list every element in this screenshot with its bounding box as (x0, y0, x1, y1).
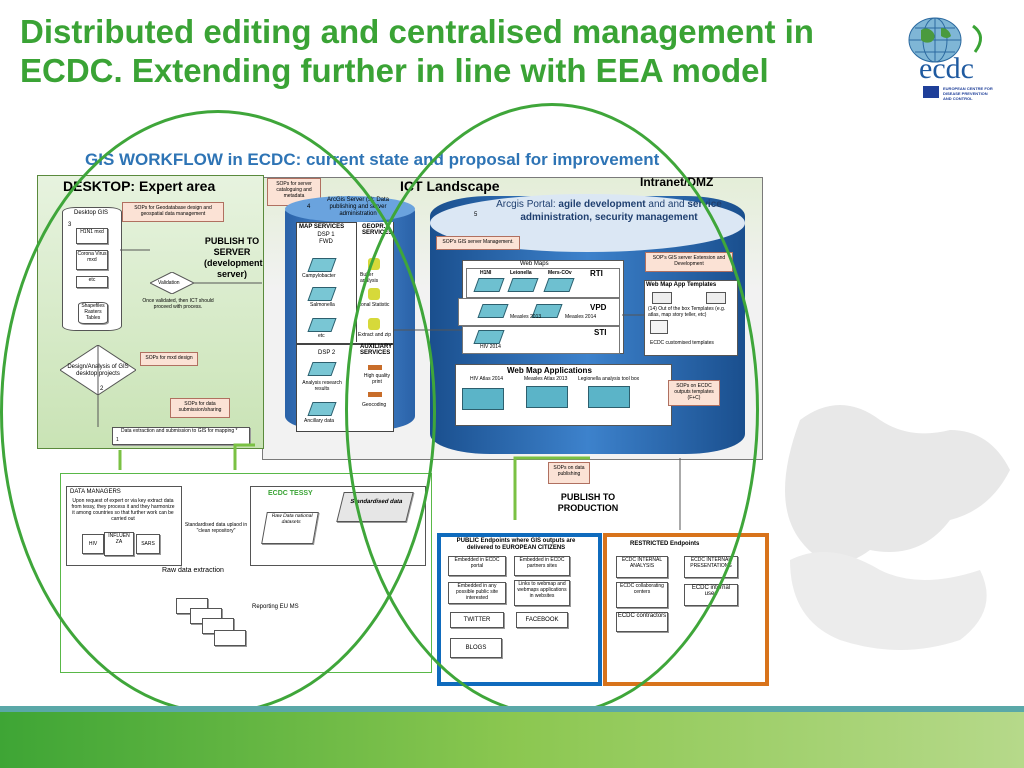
slide-title: Distributed editing and centralised mana… (20, 12, 880, 90)
slide-title-line1: Distributed editing and centralised mana… (20, 13, 814, 50)
globe-icon (908, 17, 982, 63)
footer-line (0, 706, 1024, 712)
right-ellipse (345, 103, 759, 716)
footer-band (0, 712, 1024, 768)
slide-title-line2: ECDC. Extending further in line with EEA… (20, 52, 769, 89)
europe-map-watermark (785, 405, 1010, 650)
logo-wordmark: ecdc (919, 52, 974, 85)
eu-flag-icon (923, 86, 939, 98)
